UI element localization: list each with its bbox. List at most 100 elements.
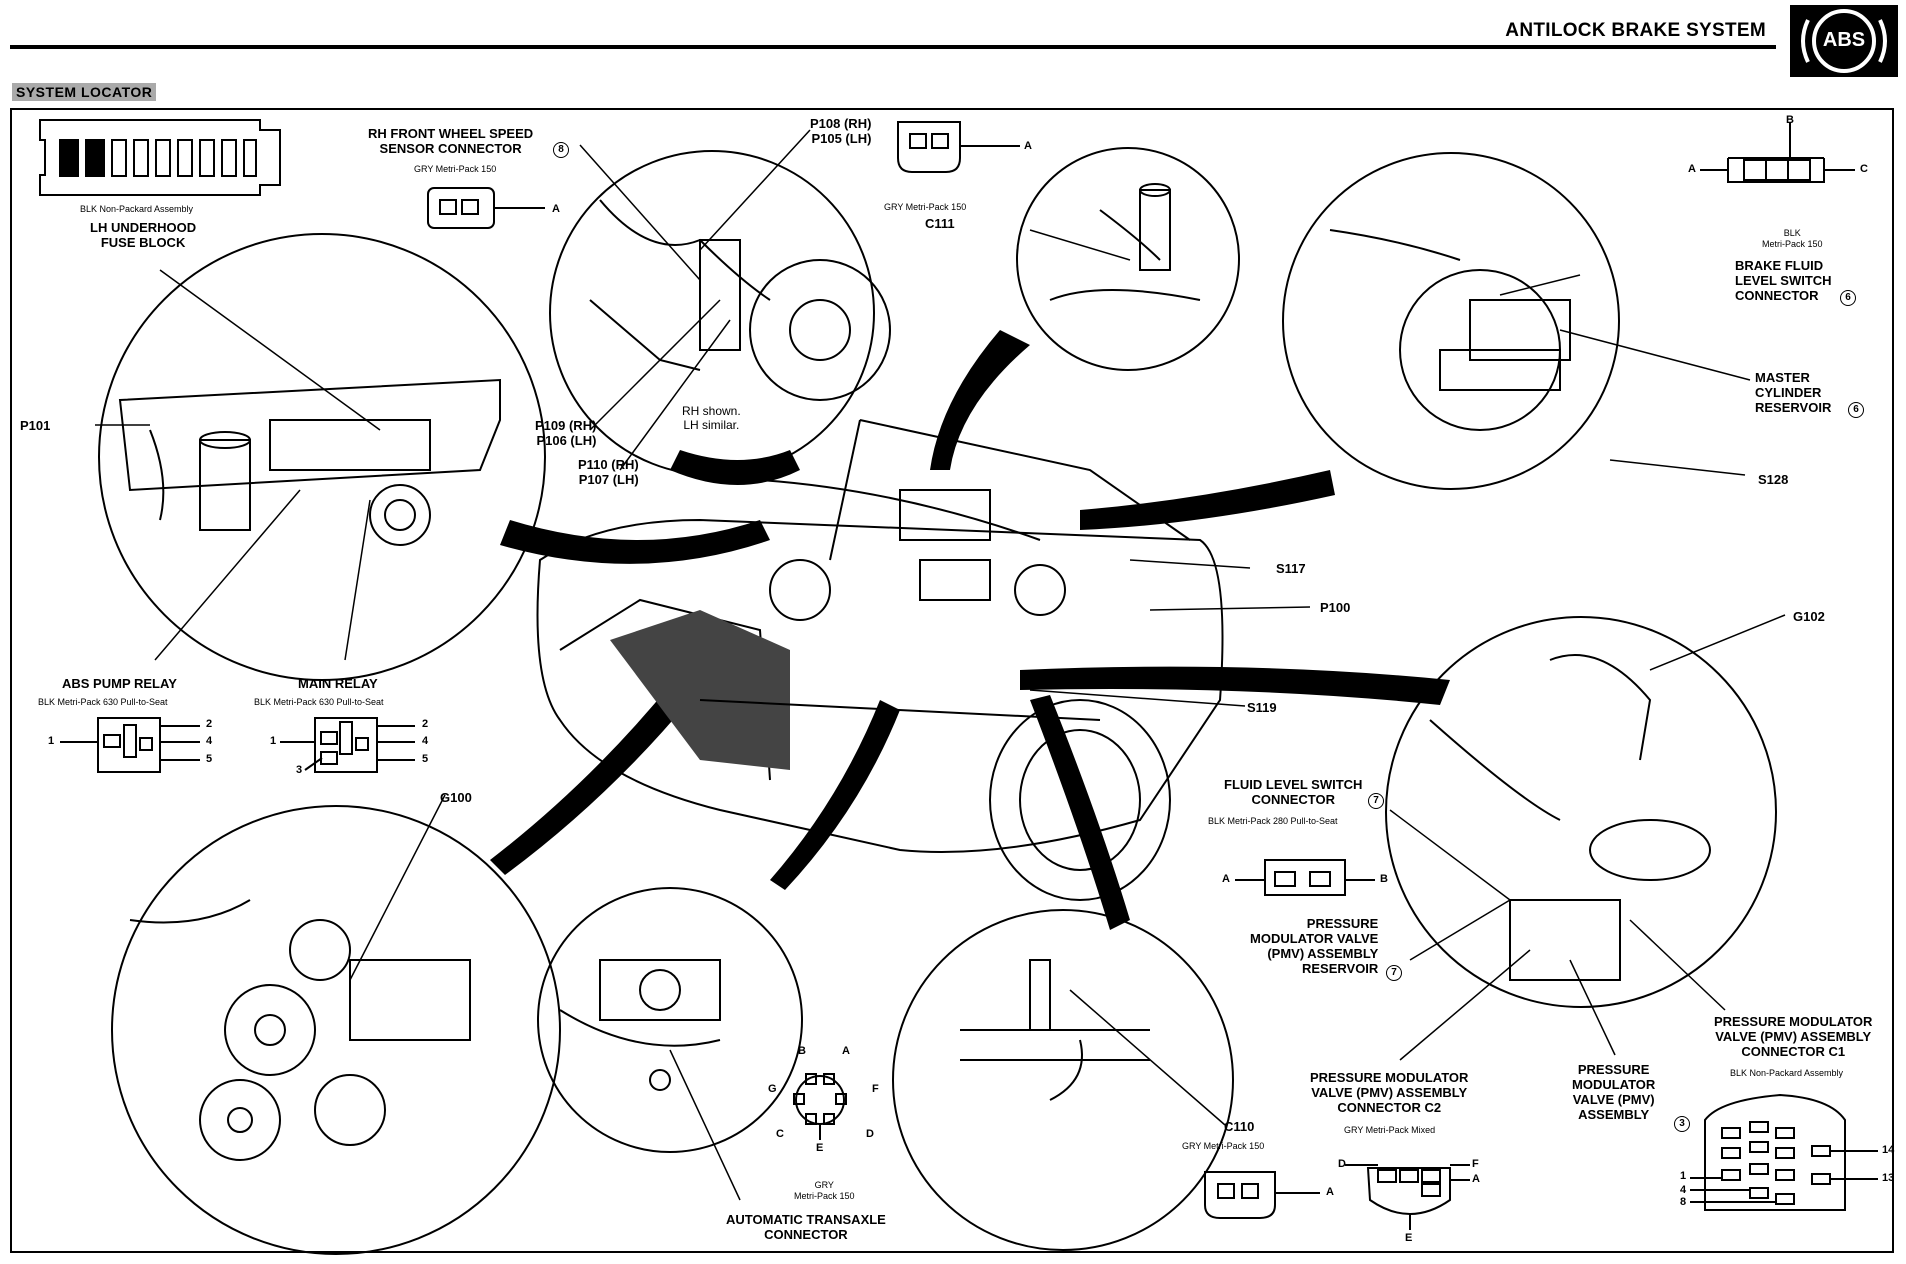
detail-circle-rh-sensor xyxy=(549,150,875,476)
fluid-level-pin-b: B xyxy=(1380,873,1388,885)
pmv-c1-connector-icon xyxy=(1690,1093,1878,1211)
fuse-block-connector-icon xyxy=(39,119,281,196)
pmv-c2-pin-d: D xyxy=(1338,1158,1346,1170)
rh-sensor-connector-icon xyxy=(427,187,545,229)
trans-pin-g: G xyxy=(768,1083,777,1095)
fuse-block-subtitle: BLK Non-Packard Assembly xyxy=(80,204,194,214)
fluid-level-pin-a: A xyxy=(1222,873,1230,885)
trans-subtitle: GRY Metri-Pack 150 xyxy=(794,1180,855,1201)
pmv-c1-pin-13: 13 xyxy=(1882,1172,1895,1184)
fluid-level-connector-icon xyxy=(1235,859,1375,896)
master-cyl-label: MASTER CYLINDER RESERVOIR xyxy=(1755,370,1832,415)
pmv-c1-label: PRESSURE MODULATOR VALVE (PMV) ASSEMBLY … xyxy=(1714,1014,1873,1059)
pmv-c1-pin-4: 4 xyxy=(1680,1184,1687,1196)
pmv-assembly-label: PRESSURE MODULATOR VALVE (PMV) ASSEMBLY xyxy=(1572,1062,1656,1122)
main-relay-subtitle: BLK Metri-Pack 630 Pull-to-Seat xyxy=(254,697,384,707)
transaxle-sketch xyxy=(559,959,721,1091)
main-relay-pin-2: 2 xyxy=(422,718,429,730)
c110-pin-a: A xyxy=(1326,1186,1334,1198)
c111-sketch xyxy=(1049,183,1201,301)
page-title: ANTILOCK BRAKE SYSTEM xyxy=(1505,20,1766,41)
transaxle-connector-icon xyxy=(793,1073,847,1140)
abs-pump-relay-label: ABS PUMP RELAY xyxy=(62,676,177,691)
pmv-reservoir-label: PRESSURE MODULATOR VALVE (PMV) ASSEMBLY … xyxy=(1250,916,1379,976)
p100-label: P100 xyxy=(1320,600,1351,615)
pmv-c2-pin-f: F xyxy=(1472,1158,1479,1170)
abs-pump-relay-subtitle: BLK Metri-Pack 630 Pull-to-Seat xyxy=(38,697,168,707)
brake-fluid-pin-b: B xyxy=(1786,114,1794,126)
brake-fluid-label: BRAKE FLUID LEVEL SWITCH CONNECTOR xyxy=(1735,258,1832,303)
trans-pin-d: D xyxy=(866,1128,874,1140)
abs-pump-pin-5: 5 xyxy=(206,753,213,765)
pmv-assembly-number: 3 xyxy=(1674,1116,1690,1132)
rh-sensor-subtitle: GRY Metri-Pack 150 xyxy=(414,164,497,174)
pmv-c1-subtitle: BLK Non-Packard Assembly xyxy=(1730,1068,1844,1078)
p109-label: P109 (RH) P106 (LH) xyxy=(535,418,597,448)
c111-label: C111 xyxy=(925,216,955,231)
c111-pin-a: A xyxy=(1024,140,1032,152)
c111-subtitle: GRY Metri-Pack 150 xyxy=(884,202,967,212)
brake-fluid-pin-a: A xyxy=(1688,163,1696,175)
fuse-block-label: LH UNDERHOOD FUSE BLOCK xyxy=(90,220,197,250)
p101-label: P101 xyxy=(20,418,51,433)
c110-sketch xyxy=(960,959,1150,1101)
c111-connector-icon xyxy=(897,121,1020,173)
s117-label: S117 xyxy=(1276,561,1306,576)
callout-bands xyxy=(490,330,1450,930)
diagram-frame xyxy=(10,108,1894,1253)
brake-fluid-connector-icon xyxy=(1700,122,1855,183)
rh-sensor-label: RH FRONT WHEEL SPEED SENSOR CONNECTOR xyxy=(368,126,534,156)
main-relay-pin-3: 3 xyxy=(296,764,303,776)
detail-circle-master-cyl xyxy=(1282,152,1620,490)
trans-pin-a: A xyxy=(842,1045,850,1057)
detail-circle-transaxle xyxy=(537,887,803,1153)
pmv-c1-pin-14: 14 xyxy=(1882,1144,1895,1156)
main-relay-connector-icon xyxy=(280,717,415,773)
pmv-c2-label: PRESSURE MODULATOR VALVE (PMV) ASSEMBLY … xyxy=(1310,1070,1469,1115)
g102-label: G102 xyxy=(1793,609,1825,624)
pmv-reservoir-number: 7 xyxy=(1386,965,1402,981)
main-relay-pin-1: 1 xyxy=(270,735,277,747)
trans-label: AUTOMATIC TRANSAXLE CONNECTOR xyxy=(726,1212,886,1242)
detail-circle-g100 xyxy=(111,805,561,1255)
pmv-c1-pin-8: 8 xyxy=(1680,1196,1687,1208)
c110-connector-icon xyxy=(1204,1171,1320,1219)
trans-pin-f: F xyxy=(872,1083,879,1095)
brake-fluid-number: 6 xyxy=(1840,290,1856,306)
header-rule xyxy=(10,45,1776,49)
rh-sensor-sketch xyxy=(589,199,891,401)
brake-fluid-subtitle: BLK Metri-Pack 150 xyxy=(1762,228,1823,249)
pmv-c2-connector-icon xyxy=(1345,1164,1470,1230)
pmv-c2-subtitle: GRY Metri-Pack Mixed xyxy=(1344,1125,1436,1135)
main-relay-pin-4: 4 xyxy=(422,735,429,747)
s128-label: S128 xyxy=(1758,472,1789,487)
detail-circle-c111 xyxy=(1016,147,1240,371)
abs-pump-relay-connector-icon xyxy=(60,717,200,773)
rh-sensor-pin-a: A xyxy=(552,203,560,215)
fluid-level-number: 7 xyxy=(1368,793,1384,809)
g100-sketch xyxy=(129,899,471,1161)
car-illustration xyxy=(536,419,1224,901)
c110-subtitle: GRY Metri-Pack 150 xyxy=(1182,1141,1265,1151)
detail-circle-pmv xyxy=(1385,616,1777,1008)
s119-label: S119 xyxy=(1247,700,1277,715)
brake-fluid-pin-c: C xyxy=(1860,163,1868,175)
detail-circle-c110 xyxy=(892,909,1234,1251)
main-relay-pin-5: 5 xyxy=(422,753,429,765)
master-cyl-number: 6 xyxy=(1848,402,1864,418)
section-label: SYSTEM LOCATOR xyxy=(12,83,157,101)
abs-badge-label: ABS xyxy=(1822,29,1866,51)
abs-pump-pin-1: 1 xyxy=(48,735,55,747)
master-cyl-sketch xyxy=(1329,229,1571,431)
c110-label: C110 xyxy=(1224,1119,1255,1134)
rh-shown-note: RH shown. LH similar. xyxy=(682,404,741,432)
leader-lines xyxy=(95,129,1786,1201)
pmv-c2-pin-e: E xyxy=(1405,1232,1413,1244)
abs-pump-pin-2: 2 xyxy=(206,718,213,730)
trans-pin-e: E xyxy=(816,1142,824,1154)
p110-label: P110 (RH) P107 (LH) xyxy=(578,457,639,487)
detail-circle-fuse-block xyxy=(98,233,546,681)
fluid-level-subtitle: BLK Metri-Pack 280 Pull-to-Seat xyxy=(1208,816,1338,826)
pmv-c2-pin-a: A xyxy=(1472,1173,1480,1185)
